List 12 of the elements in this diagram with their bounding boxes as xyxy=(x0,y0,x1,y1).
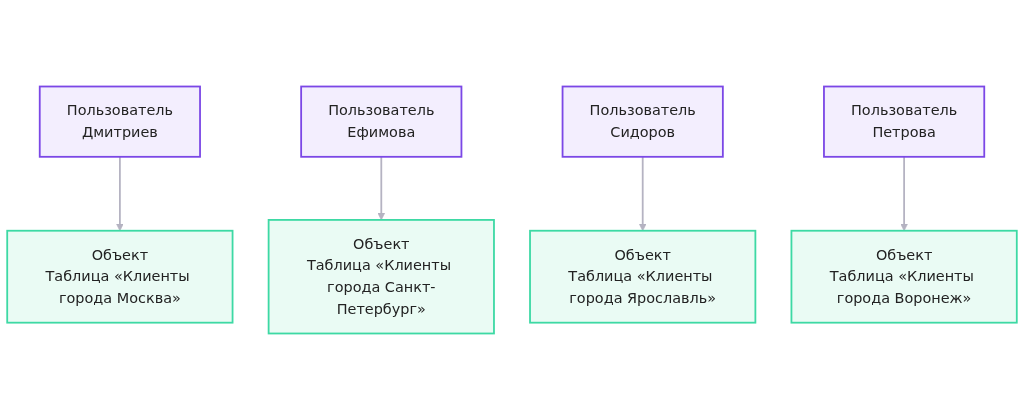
node-box: Объект Таблица «Клиенты города Ярославль» xyxy=(529,229,757,324)
arrow xyxy=(638,155,647,232)
node-box: Объект Таблица «Клиенты города Воронеж» xyxy=(790,229,1018,324)
node-box: Пользователь Ефимова xyxy=(300,85,463,158)
node-box: Пользователь Дмитриев xyxy=(38,85,201,158)
node-box: Пользователь Петрова xyxy=(823,85,986,158)
arrow xyxy=(115,155,124,232)
arrow xyxy=(900,155,909,232)
node-box: Пользователь Сидоров xyxy=(561,85,724,158)
arrow xyxy=(377,155,386,221)
node-box: Объект Таблица «Клиенты города Санкт-Петербург» xyxy=(267,219,495,335)
node-box: Объект Таблица «Клиенты города Москва» xyxy=(6,229,234,324)
